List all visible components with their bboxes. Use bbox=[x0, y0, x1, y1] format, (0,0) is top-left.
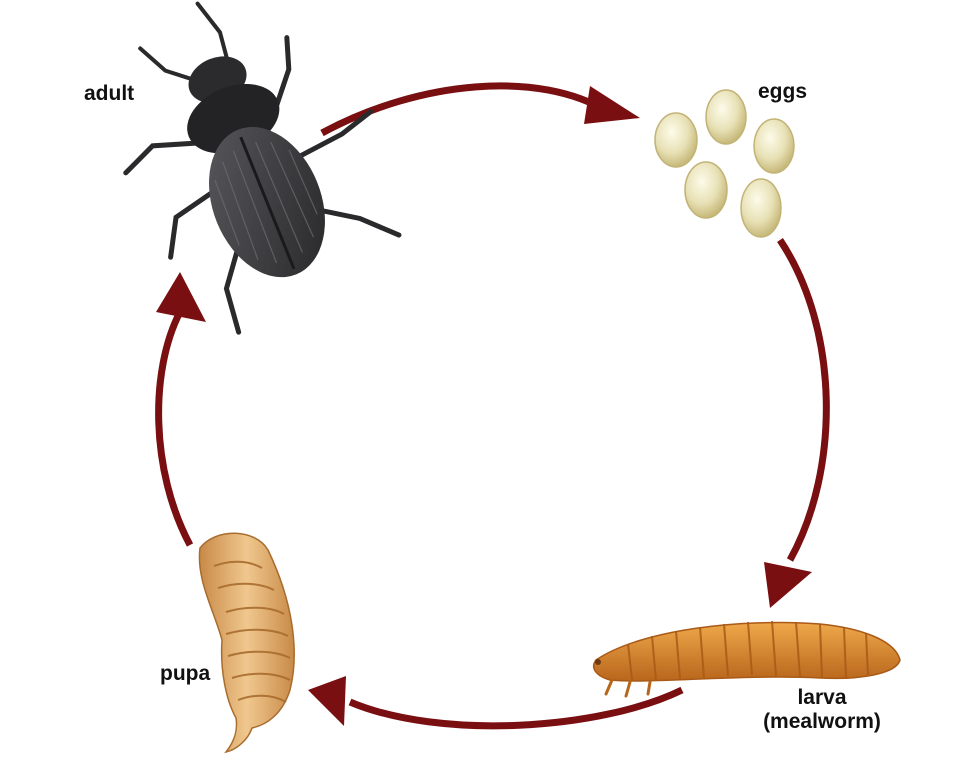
label-eggs: eggs bbox=[758, 80, 808, 103]
beetle-icon bbox=[123, 1, 402, 335]
arrow-pupa-to-adult bbox=[155, 310, 194, 547]
arrowhead-adult-to-eggs bbox=[584, 86, 640, 124]
egg bbox=[654, 112, 698, 168]
label-larva-line2: (mealworm) bbox=[763, 710, 881, 734]
label-larva-line1: larva bbox=[797, 686, 847, 709]
eggs-icon bbox=[654, 89, 795, 238]
cycle-arrows bbox=[155, 82, 830, 730]
egg bbox=[753, 118, 795, 174]
pupa-icon bbox=[198, 532, 295, 754]
arrow-larva-to-pupa bbox=[348, 686, 684, 730]
arrowhead-larva-to-pupa bbox=[308, 676, 346, 726]
arrowhead-pupa-to-adult bbox=[156, 272, 206, 322]
arrow-eggs-to-larva bbox=[777, 238, 830, 562]
egg bbox=[684, 161, 728, 219]
label-pupa: pupa bbox=[160, 662, 211, 685]
mealworm-larva-icon bbox=[592, 620, 901, 698]
label-adult: adult bbox=[84, 82, 135, 105]
arrowhead-eggs-to-larva bbox=[764, 562, 812, 608]
egg bbox=[740, 178, 782, 238]
egg bbox=[705, 89, 747, 145]
arrow-adult-to-eggs bbox=[320, 82, 610, 137]
label-larva: larva (mealworm) bbox=[752, 686, 892, 734]
